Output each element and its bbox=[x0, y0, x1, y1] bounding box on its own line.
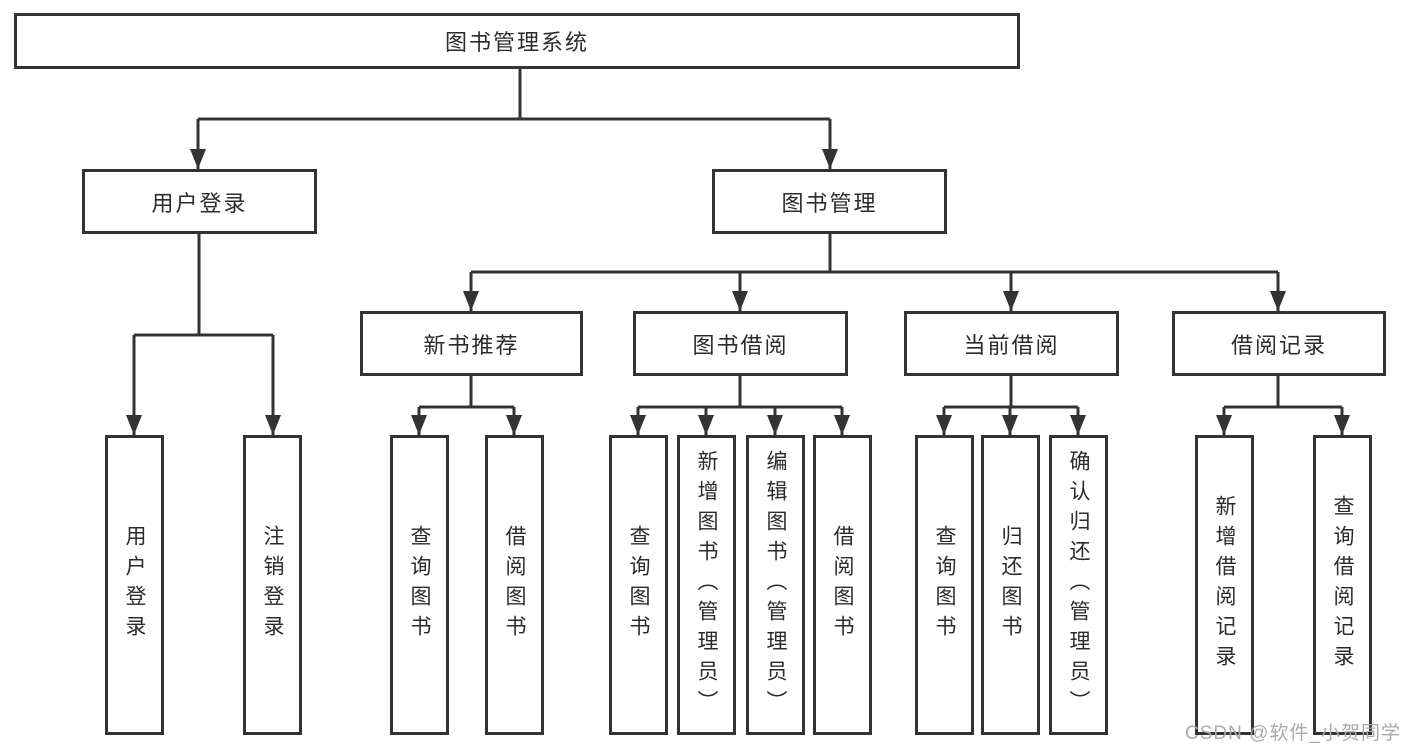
node-label: 确认归还（管理员） bbox=[1067, 450, 1090, 720]
node-label: 查询图书 bbox=[627, 525, 650, 645]
connector-book-borrow bbox=[630, 376, 850, 435]
node-leaf-logout: 注销登录 bbox=[243, 435, 302, 735]
node-label: 图书管理 bbox=[781, 190, 878, 216]
node-label: 查询图书 bbox=[933, 525, 956, 645]
node-leaf-query-books-2: 查询图书 bbox=[609, 435, 668, 735]
node-user-login-branch: 用户登录 bbox=[82, 169, 317, 234]
node-label: 编辑图书（管理员） bbox=[764, 450, 787, 720]
connector-borrow-records bbox=[1216, 376, 1350, 435]
node-label: 注销登录 bbox=[261, 525, 284, 645]
connector-new-books bbox=[411, 376, 522, 435]
node-label: 图书管理系统 bbox=[444, 30, 589, 55]
node-label: 查询图书 bbox=[408, 525, 431, 645]
node-label: 用户登录 bbox=[151, 190, 248, 216]
node-root-system: 图书管理系统 bbox=[14, 13, 1020, 69]
node-leaf-borrow-books-2: 借阅图书 bbox=[813, 435, 872, 735]
node-label: 当前借阅 bbox=[963, 332, 1060, 358]
node-new-books: 新书推荐 bbox=[360, 311, 583, 376]
node-leaf-query-books-1: 查询图书 bbox=[390, 435, 449, 735]
node-leaf-return-books: 归还图书 bbox=[981, 435, 1040, 735]
node-leaf-query-borrow-record: 查询借阅记录 bbox=[1313, 435, 1372, 735]
node-label: 新书推荐 bbox=[423, 332, 520, 358]
node-leaf-query-books-3: 查询图书 bbox=[915, 435, 974, 735]
connector-current-borrow bbox=[936, 376, 1086, 435]
connector-book-mgmt bbox=[463, 234, 1286, 311]
node-leaf-add-books-admin: 新增图书（管理员） bbox=[677, 435, 736, 735]
node-label: 归还图书 bbox=[999, 525, 1022, 645]
node-label: 图书借阅 bbox=[692, 332, 789, 358]
node-leaf-user-login: 用户登录 bbox=[105, 435, 164, 735]
node-leaf-add-borrow-record: 新增借阅记录 bbox=[1195, 435, 1254, 735]
node-label: 查询借阅记录 bbox=[1331, 495, 1354, 675]
node-label: 借阅记录 bbox=[1230, 332, 1327, 358]
node-label: 新增借阅记录 bbox=[1213, 495, 1236, 675]
watermark-text: CSDN @软件_小贺同学 bbox=[1185, 723, 1401, 744]
connector-root bbox=[190, 68, 838, 169]
node-label: 借阅图书 bbox=[503, 525, 526, 645]
node-book-mgmt-branch: 图书管理 bbox=[712, 169, 947, 234]
node-current-borrow: 当前借阅 bbox=[904, 311, 1119, 376]
node-leaf-edit-books-admin: 编辑图书（管理员） bbox=[746, 435, 805, 735]
node-leaf-borrow-books-1: 借阅图书 bbox=[485, 435, 544, 735]
node-label: 借阅图书 bbox=[831, 525, 854, 645]
node-label: 新增图书（管理员） bbox=[695, 450, 718, 720]
node-leaf-confirm-return-admin: 确认归还（管理员） bbox=[1049, 435, 1108, 735]
node-book-borrow: 图书借阅 bbox=[633, 311, 848, 376]
node-label: 用户登录 bbox=[123, 525, 146, 645]
node-borrow-records: 借阅记录 bbox=[1172, 311, 1386, 376]
connector-user-login bbox=[126, 234, 281, 435]
